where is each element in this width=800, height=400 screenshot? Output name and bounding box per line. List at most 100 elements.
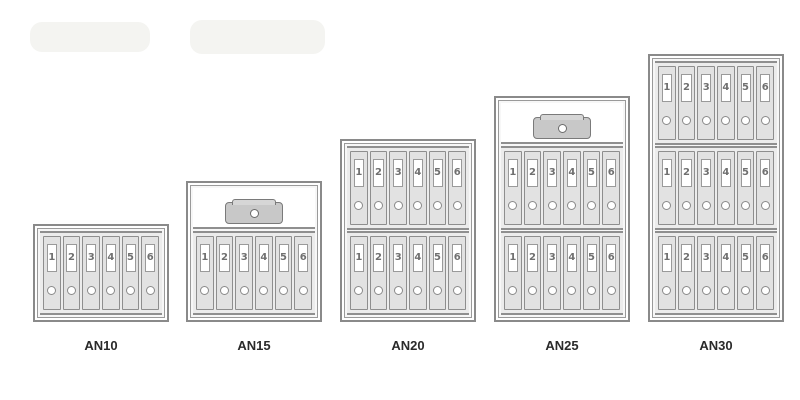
binder-ring-icon [452,200,462,210]
cashbox-icon [225,199,283,224]
binder-number: 3 [86,244,97,272]
binder-icon: 6 [602,236,621,310]
binder-number: 5 [740,159,751,187]
binder-ring-icon [374,285,383,295]
binder-icon: 2 [523,151,542,225]
binder-number: 6 [760,244,771,272]
binder-number: 4 [720,74,731,102]
binder-number: 5 [740,74,751,102]
binder-ring-icon [721,285,731,295]
binder-ring-icon [606,200,616,210]
binder-icon: 3 [543,151,562,225]
binder-number: 3 [547,159,558,187]
binder-ring-icon [741,285,751,295]
binder-ring-icon [413,200,423,210]
binder-icon: 1 [504,236,522,310]
binder-ring-icon [259,285,269,295]
binder-ring-icon [106,285,116,295]
binder-icon: 3 [697,236,716,310]
binder-icon: 2 [369,236,388,310]
binder-icon: 6 [756,66,775,140]
binder-number: 5 [740,244,751,272]
binder-icon: 1 [658,66,676,140]
binder-ring-icon [200,285,210,295]
binder-ring-icon [86,285,96,295]
binder-ring-icon [721,200,731,210]
binder-ring-icon [433,285,443,295]
binder-icon: 2 [677,151,696,225]
lock-icon [557,123,567,133]
binder-ring-icon [239,285,249,295]
binder-ring-icon [393,285,403,295]
faint-background-mark [190,20,325,54]
binder-number: 3 [701,159,712,187]
binder-ring-icon [760,200,770,210]
binder-icon: 4 [409,151,427,225]
binder-icon: 5 [736,66,755,140]
binder-number: 5 [432,244,443,272]
model-label: AN25 [545,338,579,353]
binder-number: 5 [278,244,289,272]
binder-number: 1 [661,244,672,272]
binder-number: 5 [586,159,597,187]
binder-icon: 5 [582,236,601,310]
binder-number: 4 [258,244,269,272]
binder-number: 3 [239,244,250,272]
binder-number: 1 [661,159,672,187]
binder-icon: 6 [602,151,621,225]
binder-icon: 3 [697,66,716,140]
binder-number: 1 [507,244,518,272]
binder-number: 4 [566,159,577,187]
binder-number: 2 [219,244,230,272]
binder-icon: 6 [448,151,467,225]
binder-ring-icon [587,285,597,295]
binder-number: 6 [760,74,771,102]
binder-number: 1 [507,159,518,187]
binder-icon: 6 [141,236,160,310]
binder-ring-icon [374,200,383,210]
binder-number: 2 [527,244,538,272]
binder-ring-icon [67,285,76,295]
binder-number: 3 [547,244,558,272]
model-label: AN10 [84,338,118,353]
binder-ring-icon [279,285,289,295]
binder-icon: 4 [409,236,427,310]
binder-ring-icon [587,200,597,210]
binder-icon: 2 [677,236,696,310]
binder-ring-icon [606,285,616,295]
binder-ring-icon [298,285,308,295]
binder-icon: 4 [717,66,735,140]
binder-icon: 4 [102,236,120,310]
binder-ring-icon [701,200,711,210]
binder-icon: 2 [677,66,696,140]
binder-ring-icon [741,200,751,210]
binder-icon: 5 [428,236,447,310]
binder-number: 3 [701,244,712,272]
binder-ring-icon [682,285,691,295]
binder-number: 3 [393,159,404,187]
binder-icon: 4 [563,151,581,225]
binder-ring-icon [662,115,672,125]
binder-ring-icon [567,285,577,295]
faint-background-mark [30,22,150,52]
cashbox-icon [533,114,591,139]
binder-ring-icon [393,200,403,210]
binder-ring-icon [760,115,770,125]
binder-ring-icon [741,115,751,125]
binder-icon: 6 [448,236,467,310]
binder-icon: 6 [756,151,775,225]
binder-ring-icon [508,200,518,210]
binder-icon: 1 [196,236,214,310]
binder-number: 2 [373,244,384,272]
binder-ring-icon [662,285,672,295]
binder-icon: 1 [43,236,61,310]
binder-ring-icon [760,285,770,295]
binder-ring-icon [547,200,557,210]
binder-icon: 1 [350,151,368,225]
